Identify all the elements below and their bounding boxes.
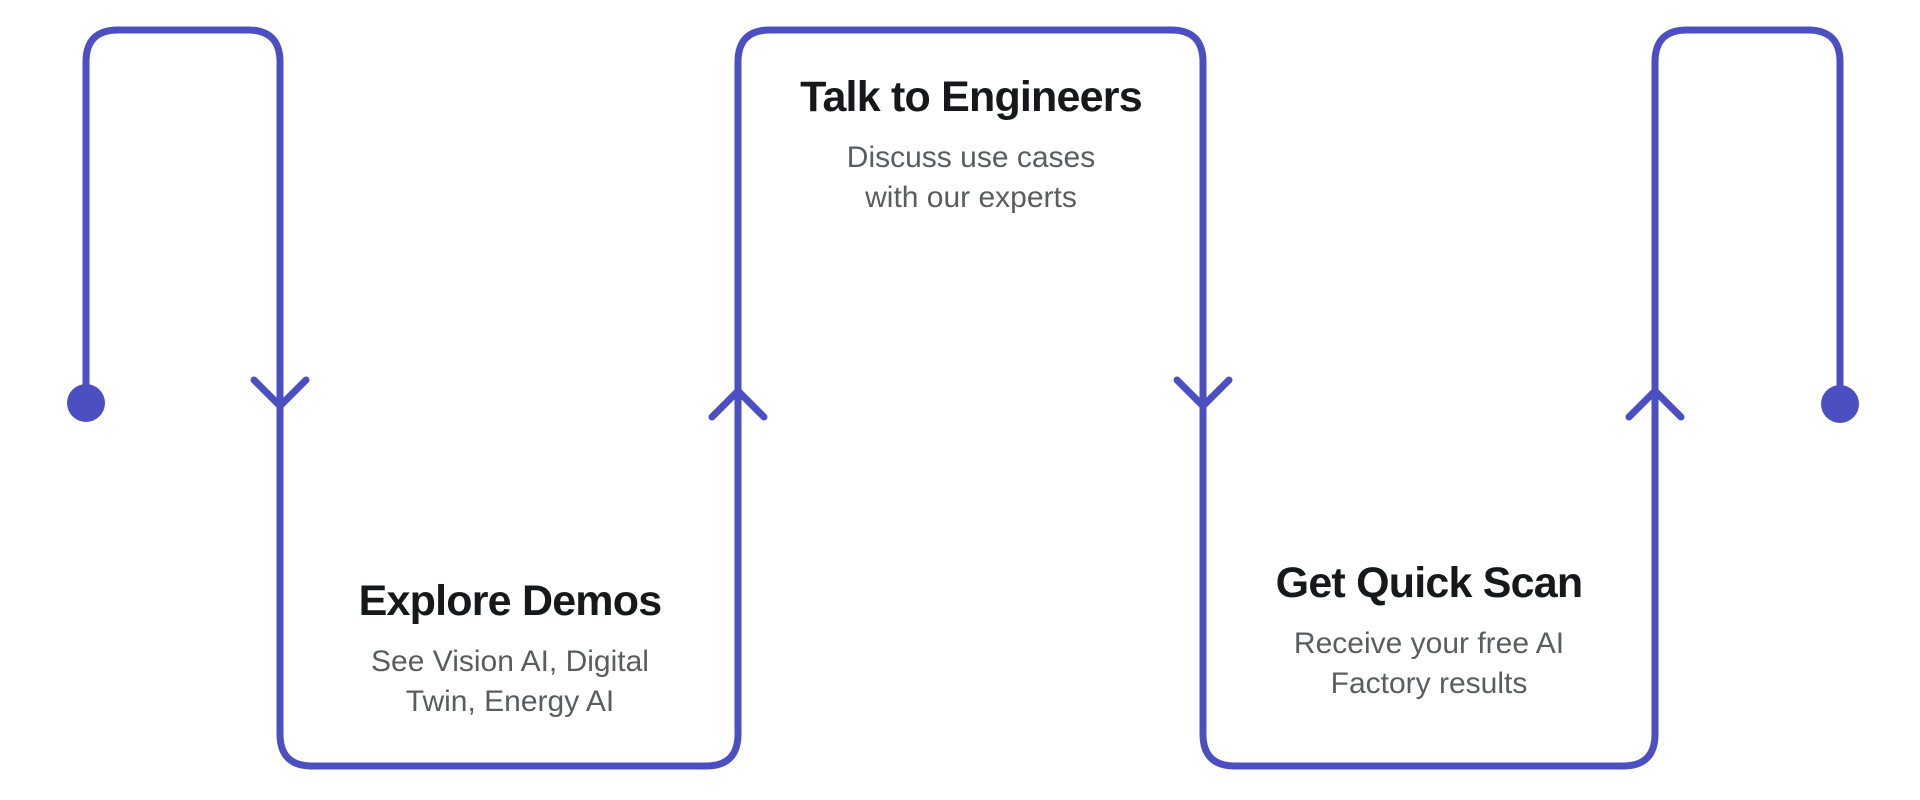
step-title: Explore Demos <box>358 577 662 625</box>
flow-path <box>82 26 1844 770</box>
arrow-down-icon <box>1173 376 1233 410</box>
step-subtitle: Receive your free AI Factory results <box>1293 627 1565 700</box>
end-dot <box>1821 385 1859 423</box>
step-subtitle: See Vision AI, Digital Twin, Energy AI <box>371 645 649 718</box>
step-talk-to-engineers: Talk to Engineers Discuss use cases with… <box>741 72 1201 218</box>
start-dot <box>67 384 105 422</box>
step-subtitle: Discuss use cases with our experts <box>846 141 1096 214</box>
arrow-up-icon <box>1625 387 1685 421</box>
step-explore-demos: Explore Demos See Vision AI, Digital Twi… <box>280 576 740 722</box>
step-title: Talk to Engineers <box>800 73 1142 121</box>
arrow-up-icon <box>708 387 768 421</box>
step-title: Get Quick Scan <box>1275 559 1583 607</box>
step-get-quick-scan: Get Quick Scan Receive your free AI Fact… <box>1199 558 1659 704</box>
arrow-down-icon <box>250 376 310 410</box>
